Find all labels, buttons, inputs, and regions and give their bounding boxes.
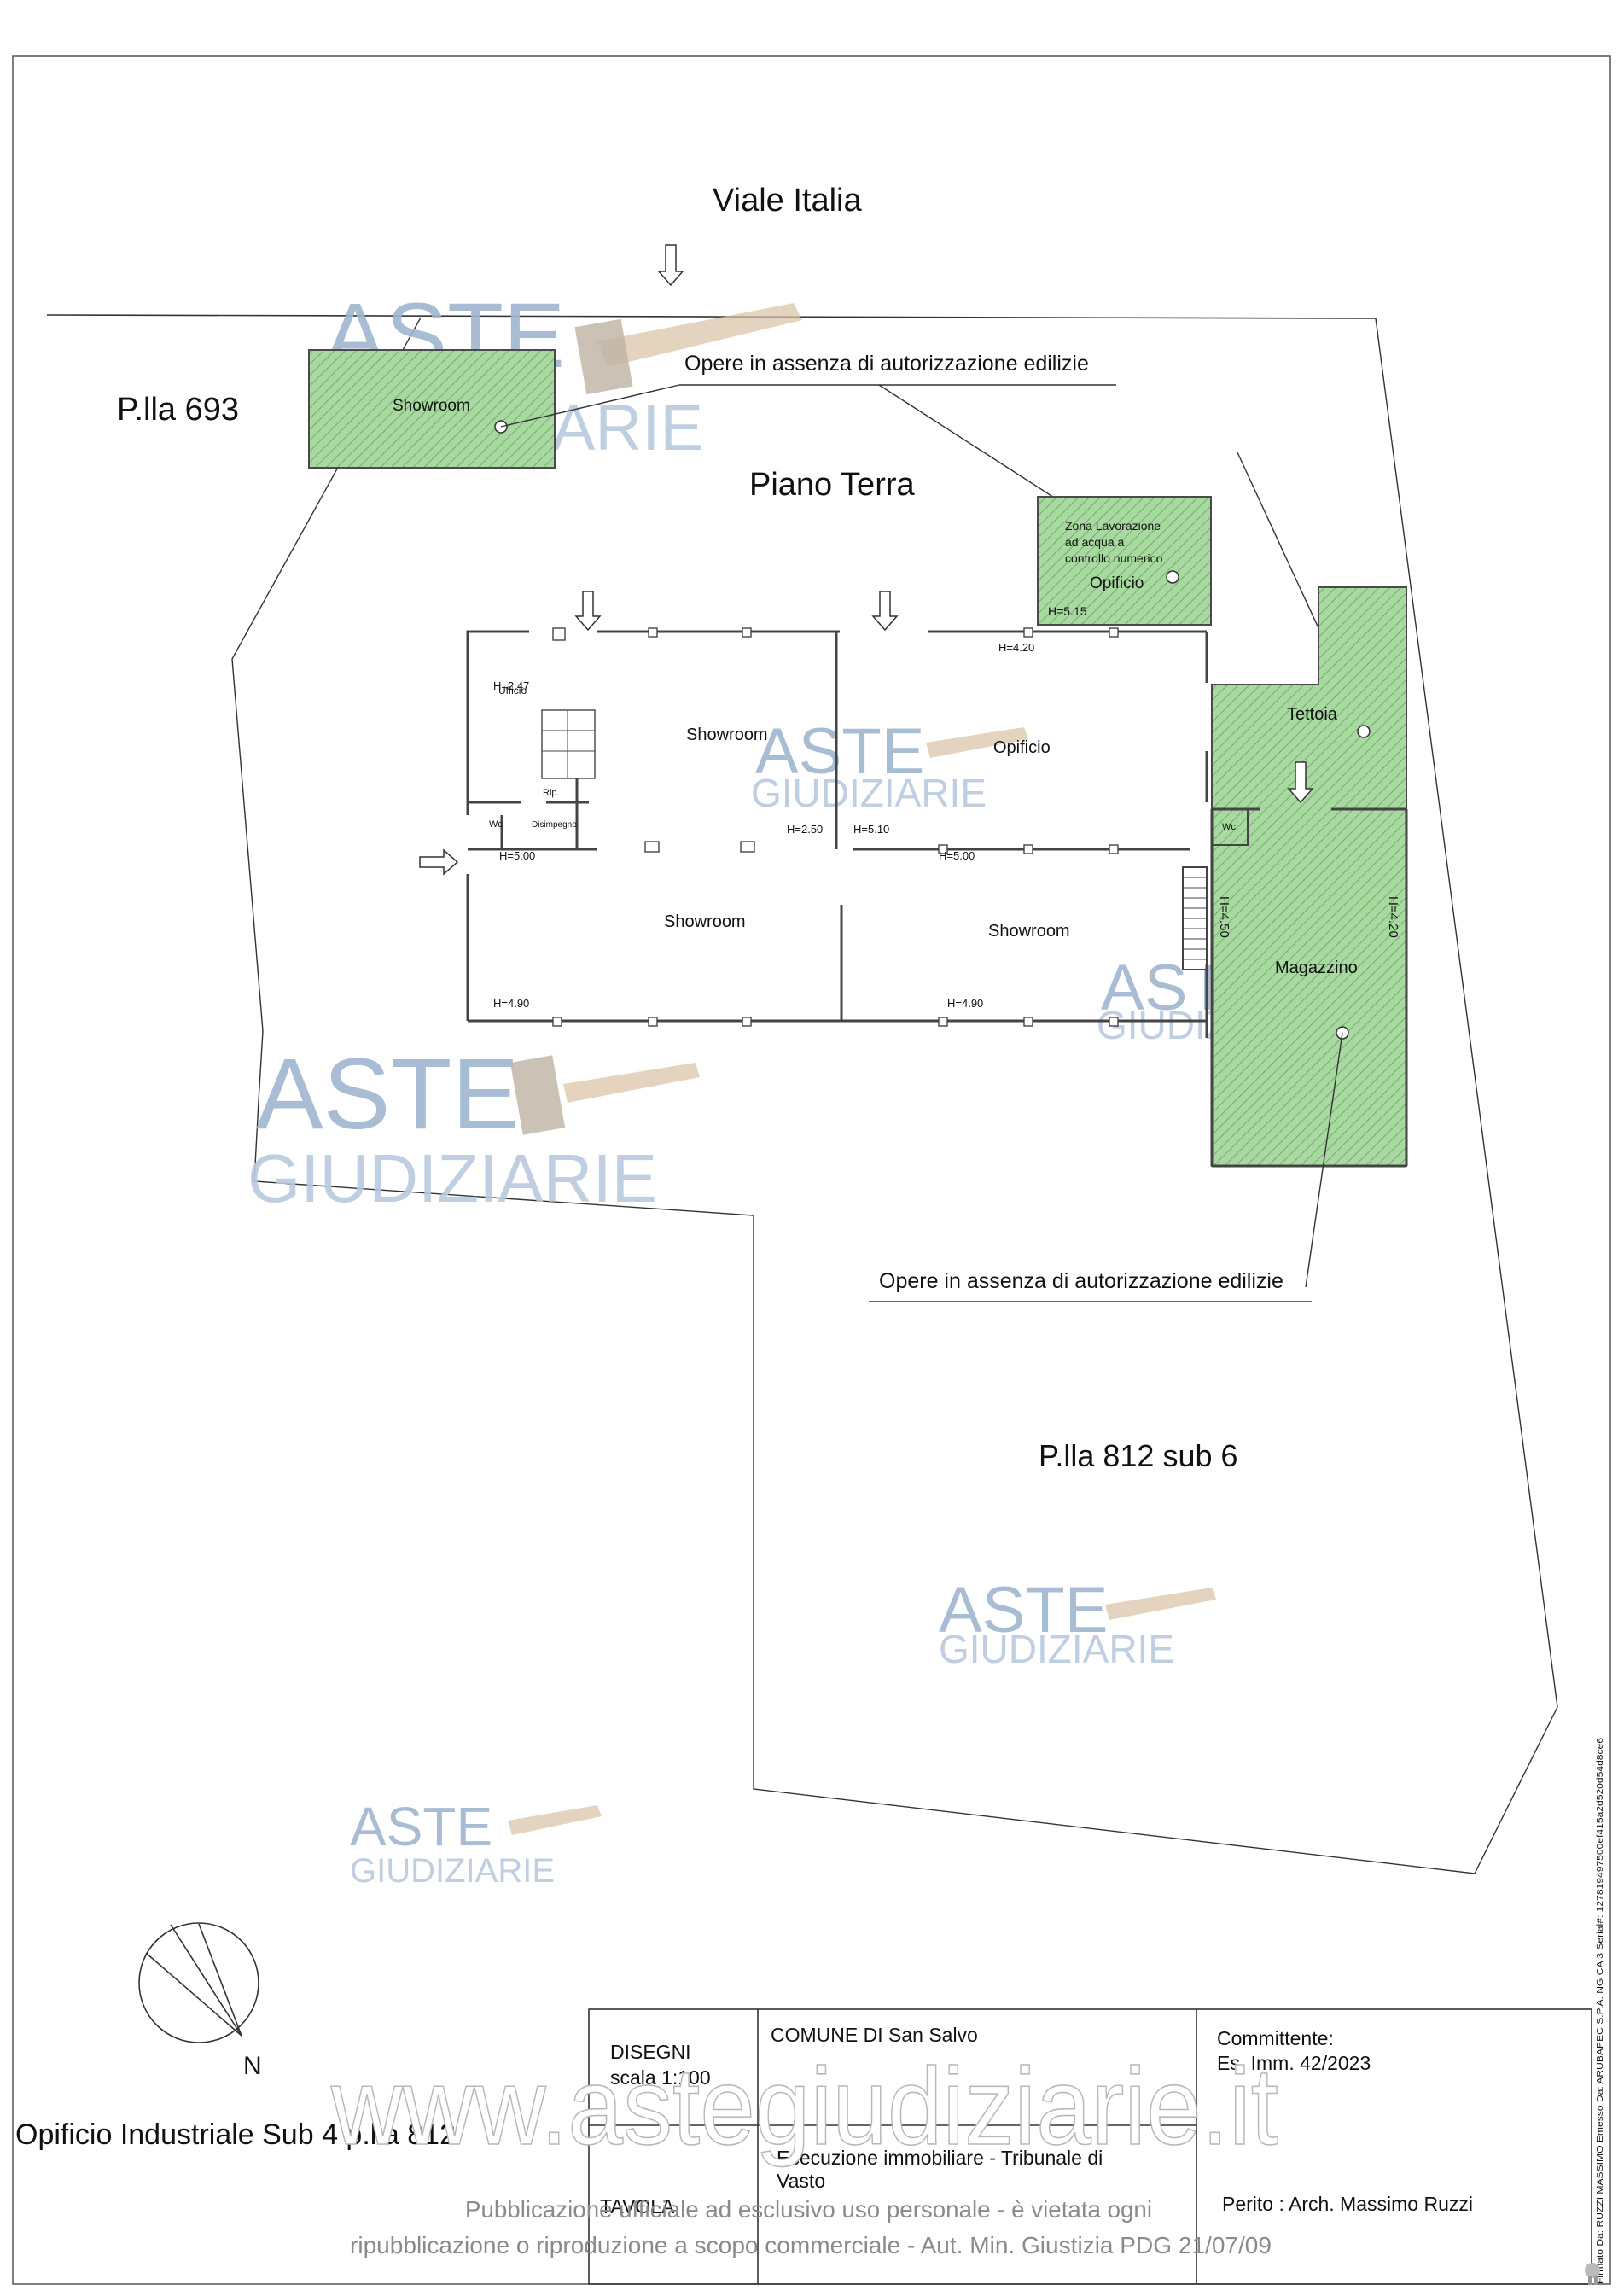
svg-text:TAVOLA: TAVOLA [600,2195,675,2217]
svg-text:ad acqua a: ad acqua a [1065,535,1124,549]
annex-showroom-label: Showroom [393,397,470,415]
publication-notice-2: ripubblicazione o riproduzione a scopo c… [350,2232,1272,2258]
svg-text:GIUDIZIARIE: GIUDIZIARIE [751,771,987,815]
svg-text:scala 1:100: scala 1:100 [610,2066,711,2089]
svg-text:H=4.90: H=4.90 [947,997,983,1010]
svg-text:H=2.47: H=2.47 [493,679,529,692]
stair-right [1182,866,1208,970]
main-building [466,627,1208,1038]
tettoia-label: Tettoia [1287,705,1338,724]
showroom-top-label: Showroom [686,726,768,744]
svg-text:GIUDIZIARIE: GIUDIZIARIE [350,1852,555,1890]
watermark-url: www.astegiudiziarie.it [330,2046,1278,2168]
annex-showroom [308,349,556,469]
svg-text:H=5.10: H=5.10 [853,823,889,836]
svg-text:Rip.: Rip. [543,788,560,798]
watermark-logo-6: ASTE GIUDIZIARIE [350,1796,602,1890]
svg-text:ASTE: ASTE [755,715,925,788]
svg-text:Zona Lavorazione: Zona Lavorazione [1065,519,1161,533]
svg-text:COMUNE DI San Salvo: COMUNE DI San Salvo [771,2024,978,2046]
annex-opificio [1037,496,1212,626]
svg-text:H=2.50: H=2.50 [787,823,823,836]
watermark-logo-2: ASTE GIUDIZIARIE [751,715,1028,815]
entrance-arrow-tettoia-icon [1287,761,1314,804]
svg-text:H=4.50: H=4.50 [1217,896,1231,938]
svg-text:Vasto: Vasto [777,2170,825,2192]
opificio-label: Opificio [993,738,1051,757]
svg-text:H=4.20: H=4.20 [1386,896,1400,938]
road-edge-line [46,314,1377,319]
note-unauthorized-top: Opere in assenza di autorizzazione edili… [684,352,1089,376]
svg-text:H=5.00: H=5.00 [939,849,975,862]
seal-icon [1585,2263,1600,2285]
note-unauthorized-bottom: Opere in assenza di autorizzazione edili… [879,1269,1283,1293]
svg-text:Committente:: Committente: [1217,2027,1334,2049]
svg-text:Wc: Wc [489,819,503,830]
svg-text:H=4.90: H=4.90 [493,997,529,1010]
entrance-arrow-top-icon [657,244,684,287]
showroom-bottom-right-label: Showroom [988,922,1070,941]
street-label: Viale Italia [713,183,863,219]
magazzino-label: Magazzino [1275,959,1358,977]
entrance-arrow-opificio-icon [871,591,899,632]
svg-text:GIUDIZIARIE: GIUDIZIARIE [247,1140,657,1216]
parcel-left-label: P.lla 693 [117,392,239,428]
floor-title: Piano Terra [749,467,916,503]
annex-opificio-label: Opificio [1090,574,1144,592]
entrance-arrow-side-icon [419,848,459,876]
showroom-bottom-left-label: Showroom [664,912,746,931]
svg-text:Wc: Wc [1222,822,1236,832]
signature-strip: Firmato Da: RUZZI MASSIMO Emesso Da: ARU… [1596,1737,1605,2284]
north-arrow-icon [138,1922,259,2043]
svg-text:H=4.20: H=4.20 [998,641,1034,654]
svg-text:Perito : Arch. Massimo Ruzzi: Perito : Arch. Massimo Ruzzi [1222,2193,1473,2215]
watermark-logo-4: ASTE GIUDIZIARIE [247,1038,700,1216]
parcel-main-label: P.lla 812 sub 6 [1039,1438,1238,1473]
svg-text:Es. Imm. 42/2023: Es. Imm. 42/2023 [1217,2052,1371,2074]
svg-text:GIUDIZIARIE: GIUDIZIARIE [939,1627,1174,1671]
title-block [588,2008,1592,2285]
svg-text:H=5.00: H=5.00 [499,849,535,862]
watermark-logo-5: ASTE GIUDIZIARIE [939,1574,1216,1671]
svg-text:Ufficio: Ufficio [498,685,527,696]
svg-text:ASTE: ASTE [939,1574,1109,1646]
svg-text:ASTE: ASTE [350,1796,492,1857]
svg-text:H=5.15: H=5.15 [1048,604,1087,618]
svg-text:Esecuzione immobiliare - Tribu: Esecuzione immobiliare - Tribunale di [777,2147,1103,2169]
site-boundary [231,317,1558,1874]
tettoia-magazzino-area [1211,586,1407,1167]
svg-text:ASTE: ASTE [256,1038,519,1151]
north-label: N [243,2052,262,2080]
svg-text:Disimpegno: Disimpegno [532,820,577,830]
publication-notice-1: Pubblicazione ufficiale ad esclusivo uso… [465,2196,1152,2223]
svg-text:controllo numerico: controllo numerico [1065,551,1163,565]
entrance-arrow-showroom-icon [574,591,602,632]
svg-text:DISEGNI: DISEGNI [610,2041,691,2063]
drawing-title: Opificio Industriale Sub 4 p.lla 812 [15,2118,456,2151]
